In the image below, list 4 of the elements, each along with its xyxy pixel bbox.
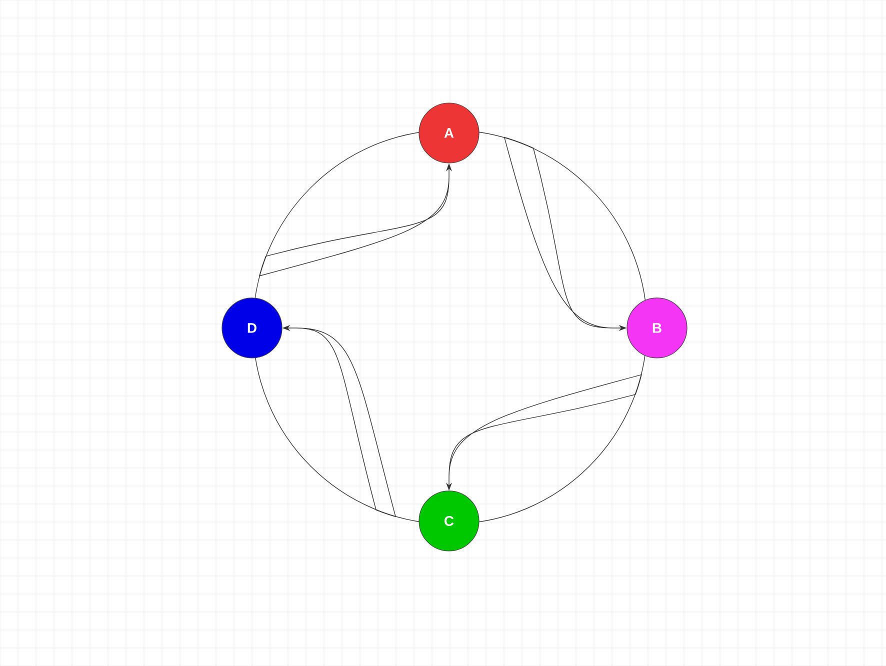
circle-node: B — [626, 298, 688, 358]
circle-node: A — [418, 102, 480, 164]
circle-node: C — [418, 490, 480, 552]
circle-node: D — [222, 298, 282, 358]
